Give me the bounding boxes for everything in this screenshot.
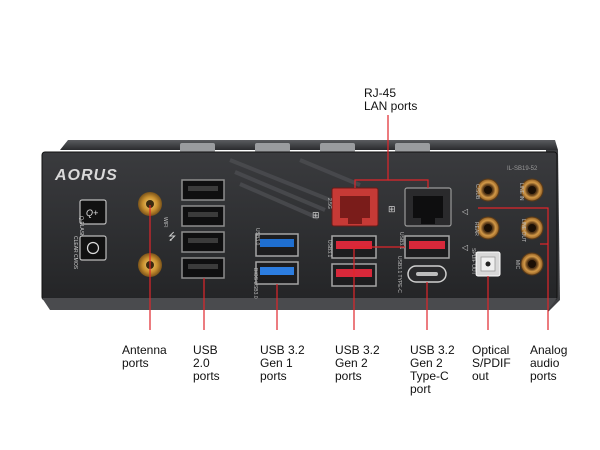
model-code: IL-SB19-52 — [507, 166, 538, 172]
callout-rj45: RJ-45 LAN ports — [364, 86, 418, 113]
callout-typec: USB 3.2 Gen 2 Type-C port — [410, 343, 455, 396]
usb-type-c-port[interactable] — [407, 265, 447, 283]
audio-jack-rear[interactable] — [476, 216, 500, 240]
leader-usb32g2 — [353, 246, 405, 330]
callout-antenna: Antenna ports — [122, 343, 167, 370]
lan-port-2-5g[interactable] — [331, 187, 379, 227]
leader-rj45 — [354, 115, 389, 188]
qflash-button-glyph: Q+ — [86, 208, 98, 218]
qflash-plus-button[interactable]: Q+ — [79, 199, 107, 225]
audio-label-csub: C/SUB — [474, 184, 480, 200]
typec-label: USB3.1 TYPE-C — [396, 256, 402, 293]
wifi-label: WIFI — [162, 217, 168, 228]
aorus-logo: AORUS — [54, 167, 118, 184]
speaker-icon-2: ◁ — [461, 243, 468, 252]
leader-analog — [478, 207, 549, 330]
callout-usb32-gen1: USB 3.2 Gen 1 ports — [260, 343, 305, 383]
usb31-label-left: USB3.1 — [326, 240, 332, 257]
lan-icon-left: ⊞ — [312, 211, 320, 221]
audio-jack-line-out[interactable] — [520, 216, 544, 240]
clear-cmos-label: CLEAR CMOS — [72, 236, 78, 270]
spdif-label: SPDIF OUT — [470, 248, 476, 275]
clear-cmos-button[interactable] — [79, 235, 107, 261]
optical-spdif-port[interactable] — [475, 251, 501, 277]
audio-jack-csub[interactable] — [476, 178, 500, 202]
usb30-label: USB3.0 — [254, 228, 260, 245]
usb-trident-icon: ⭍ — [168, 231, 176, 243]
audio-jack-line-in[interactable] — [520, 178, 544, 202]
heatsink-shroud — [60, 140, 558, 153]
bios-usb-label: BIOS USB3.0 — [252, 268, 258, 299]
audio-label-line-out: LINE OUT — [520, 219, 526, 242]
plate-bottom-edge — [42, 298, 557, 310]
usb20-port-stack[interactable] — [181, 179, 225, 279]
decorative-stripes — [229, 158, 361, 220]
usb32-gen1-ports[interactable] — [255, 233, 299, 285]
audio-label-mic: MIC — [514, 260, 520, 270]
leader-lines — [149, 115, 549, 330]
audio-jack-mic[interactable] — [520, 252, 544, 276]
callout-usb20: USB 2.0 ports — [193, 343, 220, 383]
usb31-label-right: USB3.1 — [398, 232, 404, 249]
callout-optical: Optical S/PDIF out — [472, 343, 511, 383]
qflash-label: Q-FLASH PLUS — [78, 216, 84, 253]
speaker-icon: ◁ — [461, 207, 468, 216]
leader-rj45-right — [388, 179, 429, 188]
audio-label-rear: REAR — [473, 222, 479, 236]
lan-icon-right: ⊞ — [388, 205, 396, 215]
audio-label-line-in: LINE IN — [518, 183, 524, 201]
callout-usb32-gen2: USB 3.2 Gen 2 ports — [335, 343, 380, 383]
callout-analog-audio: Analog audio ports — [530, 343, 568, 383]
lan-port-1g[interactable] — [404, 187, 452, 227]
lan-2-5g-label: 2.5G — [326, 198, 332, 209]
antenna-port-top[interactable] — [138, 192, 162, 216]
